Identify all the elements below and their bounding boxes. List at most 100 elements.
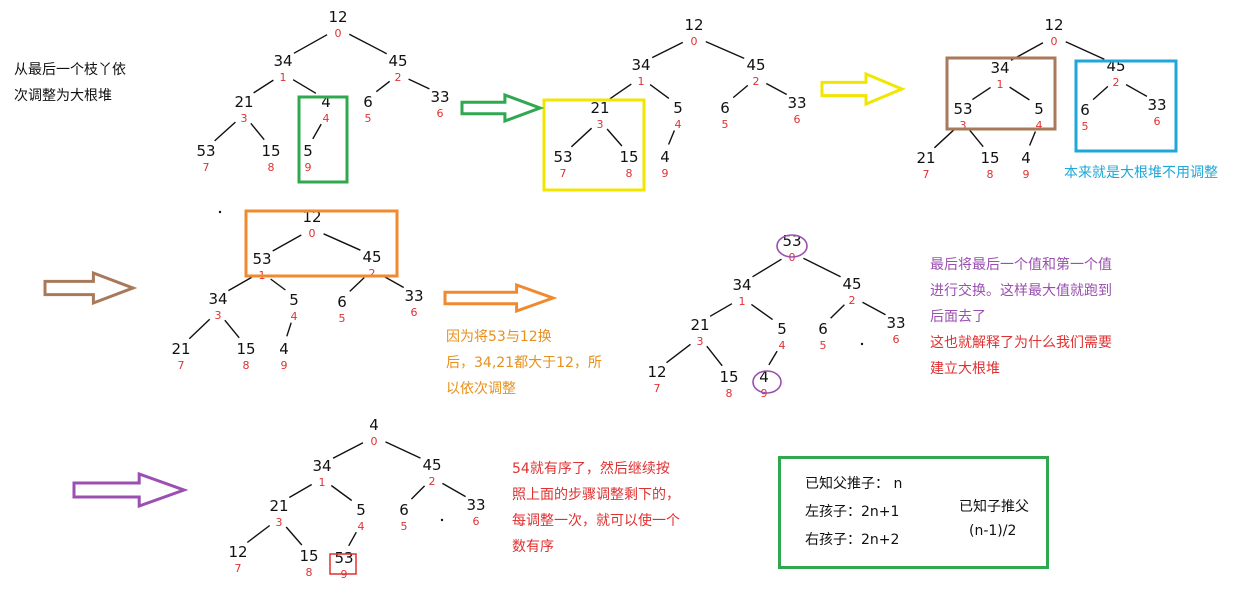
ordered-line-4: 数有序 [512,539,554,555]
node-value: 15 [980,149,999,167]
node-value: 15 [619,148,638,166]
tree-edge [348,33,388,55]
green-arrow [460,92,545,124]
node-index: 0 [335,27,342,40]
node-index: 0 [371,435,378,448]
node-value: 53 [252,250,271,268]
node-index: 2 [369,267,376,280]
orange-swap-box [244,209,399,278]
node-index: 9 [662,167,669,180]
node-index: 3 [597,118,604,131]
node-index: 2 [753,75,760,88]
tree-edge [272,234,302,252]
tree-edge [246,524,271,544]
node-value: 34 [208,290,227,308]
parent-formula: (n-1)/2 [969,523,1017,539]
node-index: 3 [960,119,967,132]
node-value: 4 [321,93,331,111]
node-value: 45 [746,56,765,74]
node-value: 4 [759,368,769,386]
swap-note: 最后将最后一个值和第一个值 进行交换。这样最大值就跑到 后面去了 这也就解释了为… [930,252,1112,382]
node-value: 12 [684,16,703,34]
node-index: 9 [281,359,288,372]
tree-edge [830,304,845,319]
node-value: 12 [1044,16,1063,34]
tree-edge [666,343,691,364]
tree-edge [292,79,317,94]
node-value: 15 [236,340,255,358]
reason-line-2: 建立大根堆 [930,361,1000,377]
tree-edge [349,277,365,292]
node-index: 5 [401,520,408,533]
tree-edge [1028,131,1037,146]
tree-edge [1009,86,1030,101]
node-index: 4 [779,339,786,352]
right-child-formula: 右孩子：2n+2 [805,532,900,548]
cascade-line-2: 后，34,21都大于12，所 [446,355,602,371]
tree-edge [709,303,733,317]
ordered-line-3: 每调整一次，就可以使一个 [512,513,680,529]
tree-edge [667,130,676,145]
tree-edge [732,84,749,99]
node-index: 6 [1154,115,1161,128]
node-value: 21 [234,93,253,111]
node-value: 5 [673,99,683,117]
node-value: 6 [399,501,409,519]
swap-line-3: 后面去了 [930,309,986,325]
tree-edge [286,322,292,337]
yellow-arrow [820,71,906,107]
purple-arrow [72,471,189,509]
node-index: 2 [1113,76,1120,89]
node-index: 8 [626,167,633,180]
node-value: 5 [356,501,366,519]
node-value: 33 [466,496,485,514]
node-value: 15 [261,142,280,160]
ordered-line-2: 照上面的步骤调整剩下的， [512,487,680,503]
tree-edge [752,258,782,278]
node-index: 0 [1051,35,1058,48]
node-value: 15 [719,368,738,386]
tree-edge [224,319,240,339]
green-subtree-box [297,95,349,184]
tree-edge [1065,41,1105,60]
node-value: 53 [553,148,572,166]
node-index: 4 [358,520,365,533]
node-value: 53 [782,232,801,250]
cascade-line-1: 因为将53与12换 [446,329,552,345]
node-value: 33 [787,94,806,112]
orange-arrow [443,282,558,314]
root-highlight-ellipse [776,234,808,258]
node-index: 4 [291,310,298,323]
node-index: 8 [268,161,275,174]
node-index: 1 [739,295,746,308]
tree-edge [651,41,684,59]
swap-line-2: 进行交换。这样最大值就跑到 [930,283,1112,299]
node-value: 53 [196,142,215,160]
child-to-parent: 已知子推父 [959,499,1029,515]
tree-edge [348,531,357,547]
index-formula-box: 已知父推子： n 左孩子：2n+1 右孩子：2n+2 已知子推父 (n-1)/2 [778,456,1049,569]
stray-dot [440,518,444,522]
node-value: 5 [1034,100,1044,118]
intro-note: 从最后一个枝丫依 次调整为大根堆 [14,57,126,109]
tree-edge [649,84,670,99]
tree-edge [323,233,361,251]
node-value: 45 [362,248,381,266]
node-value: 5 [289,291,299,309]
node-value: 6 [363,93,373,111]
tree-edge [312,123,322,140]
last-node-highlight-ellipse [752,370,782,394]
node-value: 34 [990,59,1009,77]
tree-edge [332,442,364,459]
node-index: 8 [987,168,994,181]
reason-line-1: 这也就解释了为什么我们需要 [930,335,1112,351]
node-index: 5 [1082,120,1089,133]
node-index: 3 [276,516,283,529]
node-value: 4 [660,148,670,166]
tree-edge [705,40,745,60]
tree-edge [188,318,211,340]
